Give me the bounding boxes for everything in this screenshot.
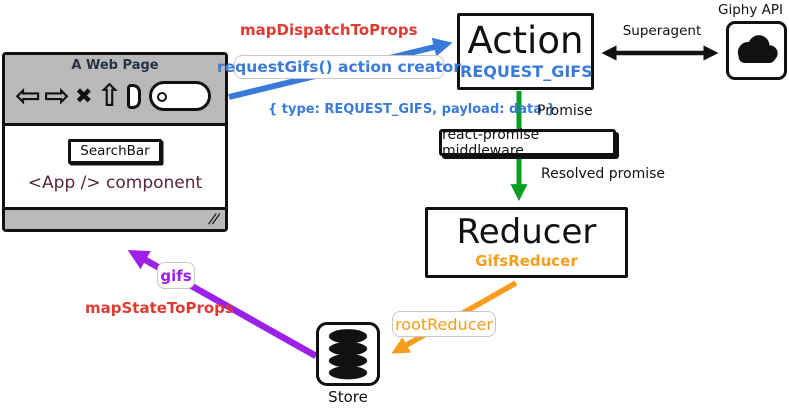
resize-handle-icon[interactable]: // xyxy=(207,212,219,227)
gifs-badge: gifs xyxy=(157,262,195,289)
browser-content: SearchBar <App /> component xyxy=(5,126,225,207)
reducer-node: Reducer GifsReducer xyxy=(425,207,628,278)
browser-titlebar: A Web Page ⇦ ⇨ ✖ ⇧ xyxy=(5,55,225,126)
searchbar-component[interactable]: SearchBar xyxy=(68,139,162,164)
action-creator-badge: requestGifs() action creator xyxy=(217,55,461,79)
map-state-label: mapStateToProps xyxy=(85,299,234,317)
superagent-label: Superagent xyxy=(622,23,702,39)
magnifier-icon xyxy=(156,92,167,102)
browser-statusbar: // xyxy=(5,207,225,229)
payload-label: { type: REQUEST_GIFS, payload: data } xyxy=(268,102,556,117)
home-icon[interactable]: ⇧ xyxy=(96,77,123,114)
reducer-title: Reducer xyxy=(456,212,597,253)
browser-window-title: A Web Page xyxy=(71,58,159,73)
gifs-reducer-label: GifsReducer xyxy=(475,251,578,270)
giphy-api-label: Giphy API xyxy=(718,2,783,18)
giphy-api-node xyxy=(726,21,787,80)
database-icon xyxy=(328,329,368,380)
store-label: Store xyxy=(328,388,368,406)
middleware-node: react-promise middleware xyxy=(439,127,616,159)
promise-label: Promise xyxy=(537,103,593,119)
resolved-promise-label: Resolved promise xyxy=(541,166,666,182)
action-title: Action xyxy=(467,19,584,63)
action-node: Action REQUEST_GIFS xyxy=(457,13,594,90)
browser-toolbar: ⇦ ⇨ ✖ ⇧ xyxy=(5,73,225,119)
action-type-label: REQUEST_GIFS xyxy=(460,61,593,81)
web-page-window: A Web Page ⇦ ⇨ ✖ ⇧ SearchBar <App /> com… xyxy=(2,52,228,232)
root-reducer-badge: rootReducer xyxy=(392,311,496,337)
page-icon[interactable] xyxy=(126,83,141,109)
map-dispatch-label: mapDispatchToProps xyxy=(240,21,418,39)
store-node xyxy=(316,322,380,386)
cloud-icon xyxy=(737,35,778,63)
forward-icon[interactable]: ⇨ xyxy=(43,77,70,114)
app-component-label: <App /> component xyxy=(27,173,203,193)
address-search-field[interactable] xyxy=(148,81,211,111)
close-icon[interactable]: ✖ xyxy=(74,83,93,108)
back-icon[interactable]: ⇦ xyxy=(15,77,41,114)
